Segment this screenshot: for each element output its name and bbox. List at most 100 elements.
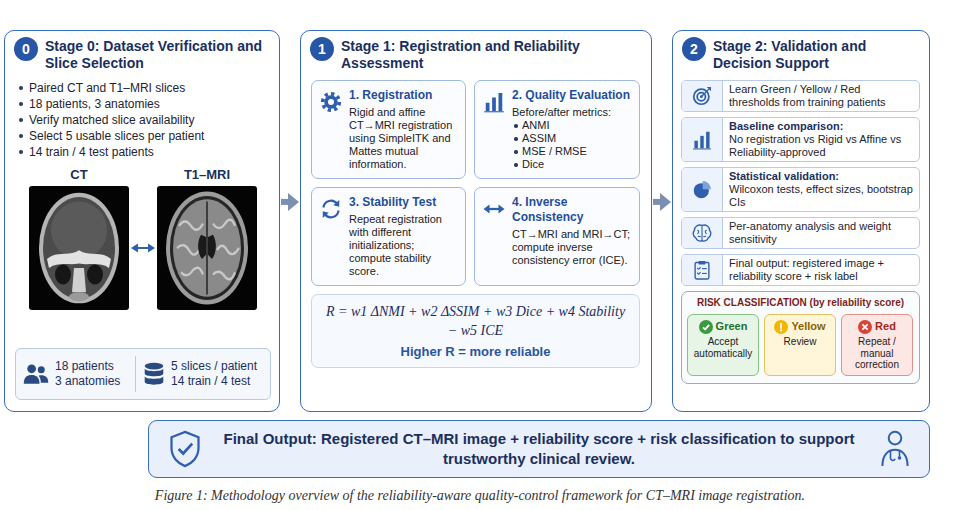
- risk-text: Review: [768, 336, 832, 348]
- stat-text: 5 slices / patient 14 train / 4 test: [171, 359, 263, 389]
- bullet-dot: [514, 150, 518, 154]
- arrow-head: [148, 244, 155, 253]
- flow-arrow: [131, 244, 155, 253]
- image-label: CT: [17, 167, 141, 183]
- flow-arrow: [281, 193, 299, 211]
- pie-icon: [691, 179, 713, 201]
- bar-chart-icon: [482, 90, 506, 114]
- risk-label-row: Green: [691, 319, 755, 334]
- arrow-head: [660, 193, 671, 211]
- risk-green: GreenAccept automatically: [687, 314, 759, 376]
- task-row: Per-anatomy analysis and weight sensitiv…: [681, 217, 920, 249]
- icon-cell: [682, 255, 723, 285]
- image-label: T1–MRI: [145, 167, 269, 183]
- risk-text: Repeat / manual correction: [845, 336, 909, 371]
- note-text: Higher R = more reliable: [320, 344, 631, 360]
- cross-icon: [858, 320, 872, 334]
- stage-panel: Stage 0: Dataset Verification and Slice …: [4, 30, 280, 412]
- task-row: Final output: registered image + reliabi…: [681, 254, 920, 286]
- number-badge: 2: [682, 37, 706, 61]
- warning-icon: [774, 320, 788, 334]
- icon-cell: [682, 81, 723, 111]
- bullet-dot: [514, 124, 518, 128]
- mri-scan-picture: [157, 186, 257, 310]
- ct-scan-picture: [29, 186, 129, 310]
- risk-label: Red: [875, 319, 896, 334]
- check-icon: [699, 320, 713, 334]
- task-row: Learn Green / Yellow / Red thresholds fr…: [681, 80, 920, 112]
- risk-label: Green: [716, 319, 748, 334]
- summary-box: 18 patients 3 anatomies 5 slices / patien…: [15, 348, 271, 400]
- two-way-icon: [482, 197, 506, 221]
- bullet-item: 18 patients, 3 anatomies: [17, 96, 271, 112]
- badge-number: 2: [682, 37, 706, 61]
- step-text: Rigid and affine CT→MRI registration usi…: [349, 106, 458, 171]
- bullet-dot: [19, 150, 23, 154]
- brain-icon: [691, 222, 713, 244]
- number-badge: 0: [14, 37, 38, 61]
- ct-image: CT: [29, 186, 129, 310]
- panel-title: Stage 2: Validation and Decision Support: [713, 38, 921, 72]
- panel-title: Stage 0: Dataset Verification and Slice …: [45, 38, 271, 72]
- row-text: No registration vs Rigid vs Affine vs Re…: [729, 133, 913, 159]
- step-title: 2. Quality Evaluation: [512, 88, 632, 103]
- risk-heading: RISK CLASSIFICATION (by reliability scor…: [687, 297, 914, 309]
- clipboard-icon: [691, 259, 713, 281]
- panel-title: Stage 1: Registration and Reliability As…: [341, 38, 643, 72]
- clinician-icon: [877, 428, 913, 468]
- repeat-icon: [319, 197, 343, 221]
- risk-label-row: Yellow: [768, 319, 832, 334]
- icon-cell: [682, 118, 723, 161]
- stage-panel: Stage 2: Validation and Decision Support…: [672, 30, 930, 412]
- bullet-dot: [514, 163, 518, 167]
- row-text: Final output: registered image + reliabi…: [729, 257, 913, 283]
- bullet-dot: [19, 118, 23, 122]
- divider: [135, 356, 136, 392]
- badge-number: 0: [14, 37, 38, 61]
- risk-yellow: YellowReview: [764, 314, 836, 376]
- risk-box: RISK CLASSIFICATION (by reliability scor…: [681, 291, 920, 384]
- metric-item: Dice: [512, 158, 632, 171]
- output-text: Final Output: Registered CT–MRI image + …: [219, 429, 859, 469]
- bullet-dot: [19, 102, 23, 106]
- shield-icon: [167, 429, 203, 469]
- step-box: 2. Quality EvaluationBefore/after metric…: [474, 80, 640, 179]
- step-box: 1. RegistrationRigid and affine CT→MRI r…: [311, 80, 466, 179]
- figure-caption: Figure 1: Methodology overview of the re…: [0, 487, 960, 505]
- mri-image: T1–MRI: [157, 186, 257, 310]
- step-box: 3. Stability TestRepeat registration wit…: [311, 187, 466, 286]
- arrow-head: [131, 244, 138, 253]
- formula-box: R = w1 ΔNMI + w2 ΔSSIM + w3 Dice + w4 St…: [311, 294, 640, 368]
- arrow-line: [137, 247, 150, 249]
- bullet-list: Paired CT and T1–MRI slices18 patients, …: [17, 80, 271, 160]
- number-badge: 1: [310, 37, 334, 61]
- output-band: Final Output: Registered CT–MRI image + …: [148, 420, 930, 478]
- step-box: 4. Inverse ConsistencyCT→MRI and MRI→CT;…: [474, 187, 640, 286]
- risk-label-row: Red: [845, 319, 909, 334]
- people-icon: [22, 360, 50, 388]
- bullet-item: Verify matched slice availability: [17, 112, 271, 128]
- risk-red: RedRepeat / manual correction: [841, 314, 913, 376]
- gear-icon: [319, 90, 343, 114]
- bar-chart-icon: [691, 129, 713, 151]
- icon-cell: [682, 168, 723, 211]
- step-title: 3. Stability Test: [349, 195, 458, 210]
- database-icon: [142, 361, 166, 388]
- step-text: Before/after metrics:: [512, 106, 632, 119]
- risk-label: Yellow: [791, 319, 825, 334]
- task-row: Statistical validation:Wilcoxon tests, e…: [681, 167, 920, 212]
- badge-number: 1: [310, 37, 334, 61]
- bullet-item: Paired CT and T1–MRI slices: [17, 80, 271, 96]
- step-title: 1. Registration: [349, 88, 458, 103]
- formula-text: R = w1 ΔNMI + w2 ΔSSIM + w3 Dice + w4 St…: [320, 302, 631, 340]
- metric-item: ASSIM: [512, 132, 632, 145]
- bullet-dot: [19, 134, 23, 138]
- stat-text: 18 patients 3 anatomies: [55, 359, 129, 389]
- row-text: Learn Green / Yellow / Red thresholds fr…: [729, 83, 913, 109]
- row-heading: Statistical validation:: [729, 170, 913, 183]
- bullet-dot: [514, 137, 518, 141]
- step-text: Repeat registration with different initi…: [349, 213, 458, 278]
- bullet-item: 14 train / 4 test patients: [17, 144, 271, 160]
